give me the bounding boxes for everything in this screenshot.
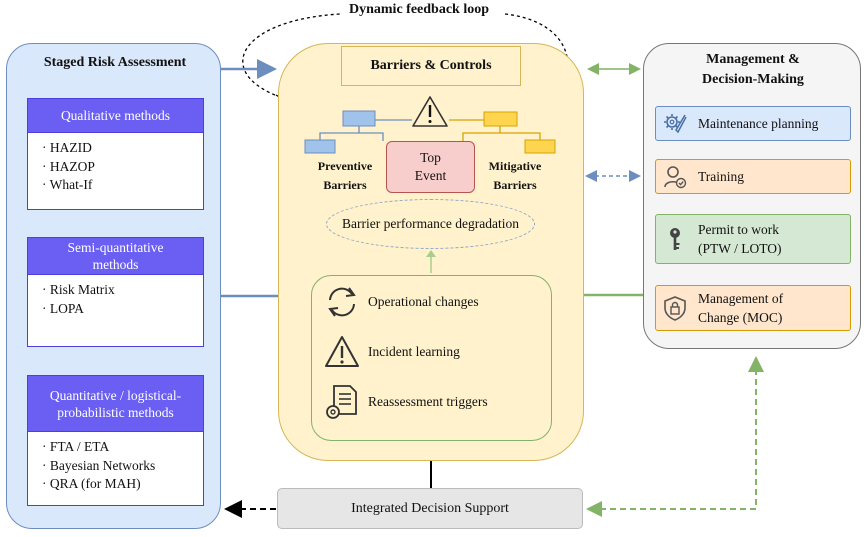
key-icon <box>670 228 680 250</box>
qualitative-header: Qualitative methods <box>27 98 204 133</box>
management-decision-loop <box>586 356 764 517</box>
semiquantitative-header-line2: methods <box>92 257 139 272</box>
semiquantitative-header: Semi-quantitative methods <box>27 237 204 275</box>
management-of-change-item: Management of Change (MOC) <box>655 285 851 331</box>
permit-to-work-text: Permit to work (PTW / LOTO) <box>698 220 782 258</box>
preventive-line2: Barriers <box>323 178 367 192</box>
mitigative-line1: Mitigative <box>488 159 542 173</box>
right-title-line1: Management & <box>706 52 800 67</box>
preventive-barriers-label: Preventive Barriers <box>300 157 390 195</box>
person-check-icon <box>664 165 687 188</box>
semiquantitative-methods-list: Risk Matrix LOPA <box>27 275 204 347</box>
top-event-line2: Event <box>414 168 447 183</box>
right-title-line2: Decision-Making <box>702 72 804 87</box>
semiquantitative-header-line1: Semi-quantitative <box>67 240 164 255</box>
mgmt-item-label: Management of <box>698 291 784 306</box>
mitigative-line2: Barriers <box>493 178 537 192</box>
method-item: FTA / ETA <box>42 438 203 457</box>
feedback-loop-arrow <box>242 13 569 114</box>
quantitative-header-line2: probabilistic methods <box>57 404 174 420</box>
left-panel-title: Staged Risk Assessment <box>43 55 187 70</box>
method-item: LOPA <box>42 300 203 319</box>
trigger-incident-learning: Incident learning <box>322 332 460 372</box>
mgmt-item-label: Permit to work <box>698 222 779 237</box>
trigger-label: Incident learning <box>368 344 460 359</box>
method-item: Risk Matrix <box>42 281 203 300</box>
maintenance-planning-item: Maintenance planning <box>655 106 851 141</box>
shield-lock-icon <box>664 296 686 321</box>
trigger-label: Operational changes <box>368 294 479 309</box>
preventive-line1: Preventive <box>317 159 373 173</box>
cycle-arrows-icon <box>328 287 356 317</box>
barrier-degradation-node: Barrier performance degradation <box>326 199 535 249</box>
quantitative-header: Quantitative / logistical- probabilistic… <box>27 375 204 432</box>
barriers-controls-title: Barriers & Controls <box>341 46 521 86</box>
training-item: Training <box>655 159 851 194</box>
method-item: HAZID <box>42 139 203 158</box>
preventive-barrier-node <box>342 110 376 127</box>
quantitative-header-line1: Quantitative / logistical- <box>49 387 182 403</box>
feedback-loop-label: Dynamic feedback loop <box>349 2 489 17</box>
top-event-line1: Top <box>420 150 441 165</box>
mgmt-item-label: Maintenance planning <box>698 115 819 131</box>
gear-wrench-icon <box>664 113 687 133</box>
mgmt-item-label-line2: Change (MOC) <box>698 310 783 325</box>
method-item: What-If <box>42 176 203 195</box>
method-item: QRA (for MAH) <box>42 475 203 494</box>
method-item: Bayesian Networks <box>42 457 203 476</box>
mitigative-barrier-node <box>483 111 518 127</box>
preventive-barrier-node <box>304 139 336 154</box>
moc-text: Management of Change (MOC) <box>698 289 783 327</box>
mitigative-barriers-label: Mitigative Barriers <box>470 157 560 195</box>
change-triggers-box: Operational changes Incident learning Re… <box>311 275 552 441</box>
right-panel-title: Management & Decision-Making <box>650 50 856 90</box>
top-event-node: Top Event <box>386 141 475 193</box>
mitigative-barrier-node <box>524 139 556 154</box>
trigger-operational-changes: Operational changes <box>322 282 479 322</box>
document-gear-icon <box>326 385 357 419</box>
trigger-label: Reassessment triggers <box>368 394 488 409</box>
integrated-decision-support: Integrated Decision Support <box>277 488 583 529</box>
hazard-warning-icon <box>412 96 448 127</box>
quantitative-methods-list: FTA / ETA Bayesian Networks QRA (for MAH… <box>27 432 204 506</box>
qualitative-methods-list: HAZID HAZOP What-If <box>27 133 204 210</box>
method-item: HAZOP <box>42 158 203 177</box>
qualitative-header-label: Qualitative methods <box>60 108 171 123</box>
warning-triangle-icon <box>325 336 359 367</box>
mgmt-item-label-line2: (PTW / LOTO) <box>698 241 782 256</box>
mgmt-item-label: Training <box>698 168 745 184</box>
permit-to-work-item: Permit to work (PTW / LOTO) <box>655 214 851 264</box>
trigger-reassessment: Reassessment triggers <box>322 382 488 422</box>
